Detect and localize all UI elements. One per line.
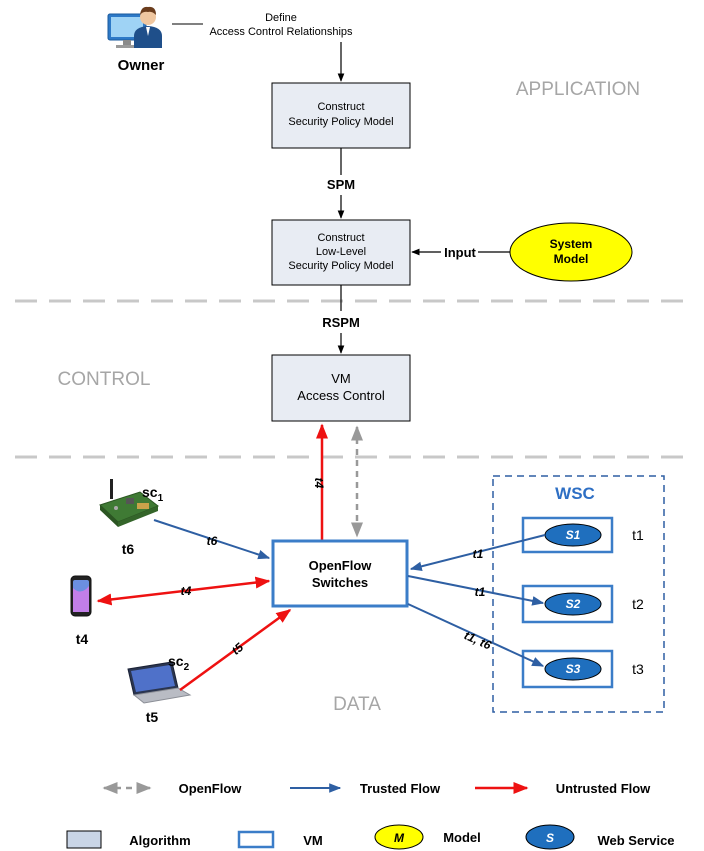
vm-access-control-box: [271, 354, 411, 422]
construct-spm-box: [271, 82, 411, 149]
layer-label-control: CONTROL: [58, 369, 151, 390]
openflow-switches-box: [271, 539, 409, 608]
service-label-1: t1: [632, 527, 644, 543]
sensor-board-icon: [99, 479, 159, 527]
input-label: Input: [444, 245, 476, 260]
legend-model-label: Model: [443, 830, 481, 845]
t4-device-label: t4: [76, 631, 89, 647]
smartphone-icon: [70, 575, 92, 617]
system-model-line1: System: [550, 237, 593, 251]
legend-model-swatch: [374, 824, 424, 850]
trusted-arrow-t6: [153, 519, 271, 560]
edge-label-t4: t4: [181, 584, 192, 598]
legend-vm-swatch: [237, 830, 275, 849]
legend-openflow-label: OpenFlow: [179, 781, 243, 796]
wsc-title: WSC: [555, 484, 595, 503]
service-name-1: S1: [566, 528, 581, 542]
rspm-label: RSPM: [322, 315, 360, 330]
system-model-line2: Model: [554, 252, 589, 266]
service-name-2: S2: [566, 597, 581, 611]
openflow-switches-line2: Switches: [312, 575, 368, 590]
sc1-label: sc1: [142, 484, 164, 504]
construct-low-line1: Construct: [317, 232, 364, 244]
construct-low-line2: Low-Level: [316, 246, 366, 258]
legend-model-symbol: M: [394, 831, 405, 845]
legend-web-service-symbol: S: [546, 831, 554, 845]
construct-low-line3: Security Policy Model: [288, 260, 393, 272]
legend-web-service-label: Web Service: [597, 833, 674, 848]
untrusted-arrow-t5: [179, 608, 292, 692]
trusted-arrow-s1-to-switch: [409, 534, 546, 571]
service-ellipse-3: [544, 657, 602, 681]
edge-label-t4-vertical: t4: [312, 478, 326, 489]
owner-icon: [107, 6, 162, 48]
laptop-icon: [127, 661, 192, 704]
layer-label-data: DATA: [333, 694, 381, 715]
construct-spm-line1: Construct: [317, 101, 364, 113]
legend-algorithm-swatch: [66, 830, 102, 849]
service-label-3: t3: [632, 661, 644, 677]
trusted-arrow-switch-to-s2: [407, 575, 545, 606]
legend-vm-label: VM: [303, 833, 323, 848]
define-label-line2: Access Control Relationships: [209, 26, 353, 38]
vm-access-line1: VM: [331, 371, 351, 386]
sc2-label: sc2: [168, 653, 190, 673]
spm-label: SPM: [327, 177, 355, 192]
sc2-main-text: sc: [168, 653, 184, 669]
service-ellipse-2: [544, 592, 602, 616]
construct-low-level-box: [271, 219, 411, 286]
t5-device-label: t5: [146, 709, 159, 725]
layer-label-application: APPLICATION: [516, 79, 640, 100]
openflow-switches-line1: OpenFlow: [309, 558, 373, 573]
edge-label-t1-out: t1: [475, 585, 486, 599]
construct-spm-line2: Security Policy Model: [288, 116, 393, 128]
service-label-2: t2: [632, 596, 644, 612]
untrusted-arrow-t4: [96, 576, 271, 606]
legend-web-service-swatch: [525, 824, 575, 850]
trusted-arrow-switch-to-s3: [407, 603, 545, 667]
t6-device-label: t6: [122, 541, 135, 557]
legend-algorithm-label: Algorithm: [129, 833, 190, 848]
vm-access-line2: Access Control: [297, 388, 385, 403]
sc1-subscript: 1: [158, 493, 164, 504]
legend-trusted-label: Trusted Flow: [360, 781, 441, 796]
sc1-main-text: sc: [142, 484, 158, 500]
owner-label: Owner: [118, 57, 165, 74]
define-label-line1: Define: [265, 12, 297, 24]
legend-untrusted-label: Untrusted Flow: [556, 781, 651, 796]
edge-label-t1-t6: t1, t6: [462, 628, 494, 652]
service-name-3: S3: [566, 662, 581, 676]
sc2-subscript: 2: [184, 662, 190, 673]
edge-label-t1-in: t1: [473, 547, 484, 561]
edge-label-t6: t6: [207, 534, 218, 548]
